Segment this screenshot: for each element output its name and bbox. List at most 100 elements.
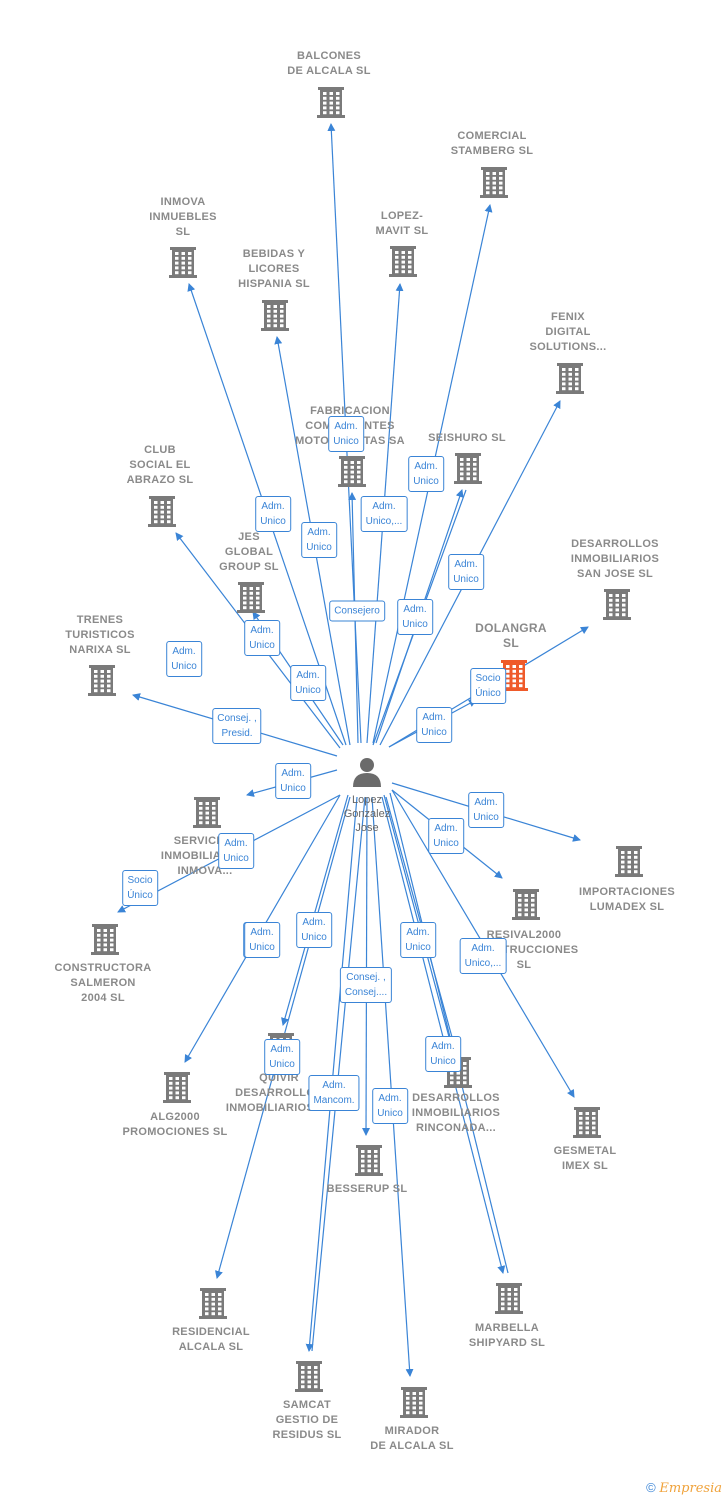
role-label-line: Adm. (471, 943, 495, 954)
role-label-line: Adm. (372, 501, 396, 512)
role-label-line: Unico (421, 727, 447, 738)
building-icon (500, 660, 528, 691)
role-label-line: Unico (413, 476, 439, 487)
role-label-line: Adm. (261, 501, 285, 512)
role-label-line: Unico (171, 661, 197, 672)
role-label-line: Adm. (250, 927, 274, 938)
role-label[interactable]: Adm. Unico (328, 416, 364, 452)
role-label[interactable]: Consejero (329, 600, 385, 622)
edge-extra-2 (389, 792, 509, 1274)
role-label[interactable]: Adm.Unico (448, 554, 484, 590)
role-label[interactable]: Adm.Unico (264, 1039, 300, 1075)
role-label-line: Adm. (406, 927, 430, 938)
building-icon (163, 1072, 191, 1103)
building-icon (169, 247, 197, 278)
building-icon (88, 665, 116, 696)
role-label-line: Unico (249, 640, 275, 651)
role-label-line: Unico (260, 516, 286, 527)
company-label-line: DIGITAL (545, 326, 591, 338)
company-label-line: GLOBAL (224, 546, 274, 558)
role-label[interactable]: Adm.Unico (244, 620, 280, 656)
company-label-line: INMOBILIARIOS (160, 850, 250, 862)
role-label[interactable]: Adm.Unico (408, 456, 444, 492)
role-label-line: Único (127, 890, 153, 901)
company-label-line: SOLUTIONS... (529, 341, 607, 353)
company-label-line: SL (503, 636, 519, 650)
company-label-line: SHIPYARD SL (468, 1337, 546, 1349)
role-label[interactable]: Adm.Unico (244, 922, 280, 958)
role-label[interactable]: Adm.Unico (372, 1088, 408, 1124)
role-label-line: Unico (295, 685, 321, 696)
role-label[interactable]: Adm. Unico (255, 496, 291, 532)
role-label-line: Unico (377, 1108, 403, 1119)
company-label-line: SL (516, 959, 532, 971)
role-label-line: Presid. (221, 728, 253, 739)
role-label[interactable]: Adm.Unico (400, 922, 436, 958)
role-label[interactable]: Adm.Unico (301, 522, 337, 558)
company-label-line: NARIXA SL (69, 644, 131, 656)
role-label[interactable]: Consej. ,Consej.... (339, 967, 393, 1003)
role-label[interactable]: Adm.Unico (416, 707, 452, 743)
building-icon (237, 582, 265, 613)
role-label[interactable]: Adm.Unico (468, 792, 504, 828)
role-label[interactable]: Adm.Unico (275, 763, 311, 799)
role-label[interactable]: Adm.Unico (425, 1036, 461, 1072)
company-label-line: IMPORTACIONES (579, 886, 675, 898)
company-label-line: DOLANGRA (475, 621, 547, 635)
building-icon (615, 846, 643, 877)
company-label-line: RESIDUS SL (272, 1429, 342, 1441)
role-label[interactable]: Adm.Unico,... (459, 938, 507, 974)
role-label[interactable]: Consej. ,Presid. (212, 708, 262, 744)
company-node-besserup[interactable]: BESSERUP SL (287, 1182, 447, 1197)
role-label-line: Único (475, 688, 501, 699)
role-label-line: Adm. (307, 527, 331, 538)
building-icon (495, 1283, 523, 1314)
company-label-line: INMUEBLES (149, 211, 217, 223)
company-label-line: DE ALCALA SL (370, 1440, 454, 1452)
company-label-line: CLUB (144, 444, 176, 456)
role-label[interactable]: Adm.Unico (166, 641, 202, 677)
role-label[interactable]: Adm.Unico (397, 599, 433, 635)
role-label[interactable]: Adm.Unico,... (360, 496, 408, 532)
role-label[interactable]: Adm. Unico (290, 665, 326, 701)
role-label[interactable]: Adm.Unico (218, 833, 254, 869)
company-node-seishuro[interactable]: SEISHURO SL (387, 431, 547, 446)
company-label-line: LUMADEX SL (589, 901, 665, 913)
role-label-line: Adm. (334, 421, 358, 432)
company-label-line: GROUP SL (219, 561, 279, 573)
role-label[interactable]: Adm.Mancom. (308, 1075, 360, 1111)
person-label-line: Lopez (352, 794, 382, 806)
role-label-line: Adm. (296, 670, 320, 681)
building-icon (573, 1107, 601, 1138)
role-label[interactable]: Adm.Unico (296, 912, 332, 948)
role-label-line: Unico (333, 436, 359, 447)
company-node-importaciones[interactable]: IMPORTACIONES LUMADEX SL (547, 885, 707, 915)
edge-marbella (381, 796, 506, 1274)
role-label-line: Adm. (224, 838, 248, 849)
role-label[interactable]: Adm.Unico (428, 818, 464, 854)
company-label-line: FABRICACION (310, 405, 390, 417)
company-node-lopezmavit[interactable]: LOPEZ-MAVIT SL (322, 209, 482, 239)
